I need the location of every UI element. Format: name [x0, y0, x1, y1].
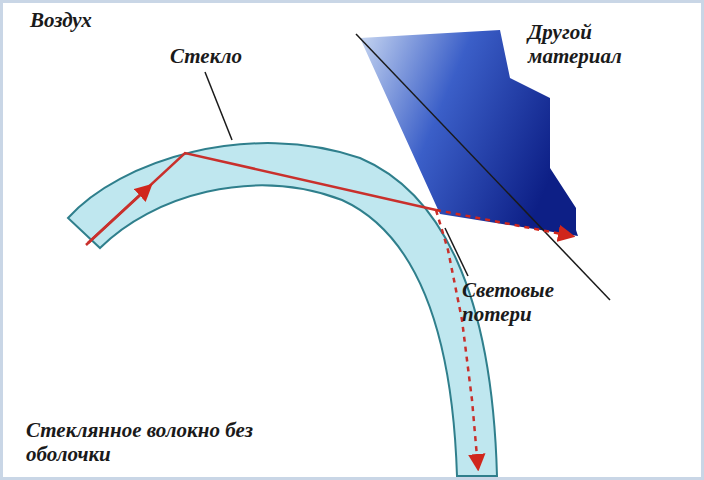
leader-line	[445, 228, 468, 276]
contact-line	[356, 34, 610, 300]
material-label: Другой материал	[525, 20, 656, 68]
text-label: Воздух	[30, 8, 190, 32]
text-label: Световые потери	[462, 278, 602, 326]
material-region: Другой материал	[350, 18, 670, 318]
leader-line	[205, 72, 232, 140]
light-ray	[88, 153, 436, 243]
light-ray-arrow	[86, 186, 150, 245]
text-label: Стеклянное волокно без оболочки	[26, 418, 286, 466]
refracted-ray	[436, 210, 572, 236]
lost-ray	[436, 210, 478, 468]
text-label: Стекло	[170, 44, 290, 68]
